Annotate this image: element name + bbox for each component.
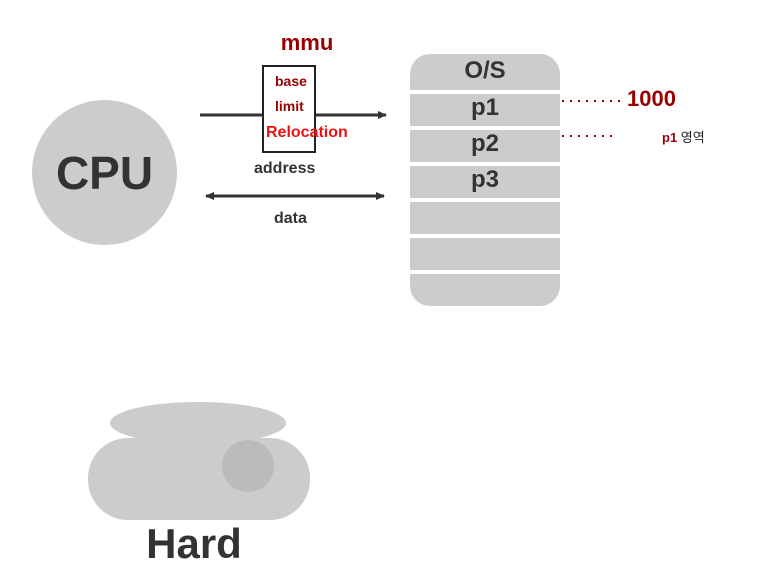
p1-region-label: p1 영역 bbox=[662, 127, 705, 146]
memory-divider bbox=[410, 90, 560, 94]
memory-divider bbox=[410, 270, 560, 274]
hard-disk-body bbox=[88, 438, 310, 520]
hard-disk-knob bbox=[222, 440, 274, 492]
mmu-box bbox=[262, 65, 316, 153]
mmu-title: mmu bbox=[280, 30, 334, 55]
cpu-circle bbox=[32, 100, 177, 245]
mmu-relocation-register: Relocation bbox=[266, 124, 348, 141]
cpu-label: CPU bbox=[55, 146, 154, 199]
data-label: data bbox=[274, 210, 307, 227]
memory-segment-os: O/S bbox=[464, 57, 506, 84]
memory-divider bbox=[410, 126, 560, 130]
mmu-limit-register: limit bbox=[275, 98, 304, 114]
memory-divider bbox=[410, 198, 560, 202]
hard-disk-platter bbox=[110, 402, 286, 444]
region-suffix: 영역 bbox=[680, 130, 705, 145]
memory-divider bbox=[410, 162, 560, 166]
hard-disk-label: Hard bbox=[146, 520, 242, 567]
memory-segment-p2: p2 bbox=[470, 130, 499, 157]
relocation-address-value: 1000 bbox=[627, 86, 676, 111]
address-label: address bbox=[254, 160, 316, 177]
memory-segment-p3: p3 bbox=[470, 166, 499, 193]
memory-segment-p1: p1 bbox=[470, 94, 499, 121]
memory-divider bbox=[410, 234, 560, 238]
region-prefix: p1 bbox=[662, 130, 678, 145]
memory-column: O/S p1 p2 p3 bbox=[410, 54, 560, 306]
mmu-base-register: base bbox=[275, 73, 307, 89]
